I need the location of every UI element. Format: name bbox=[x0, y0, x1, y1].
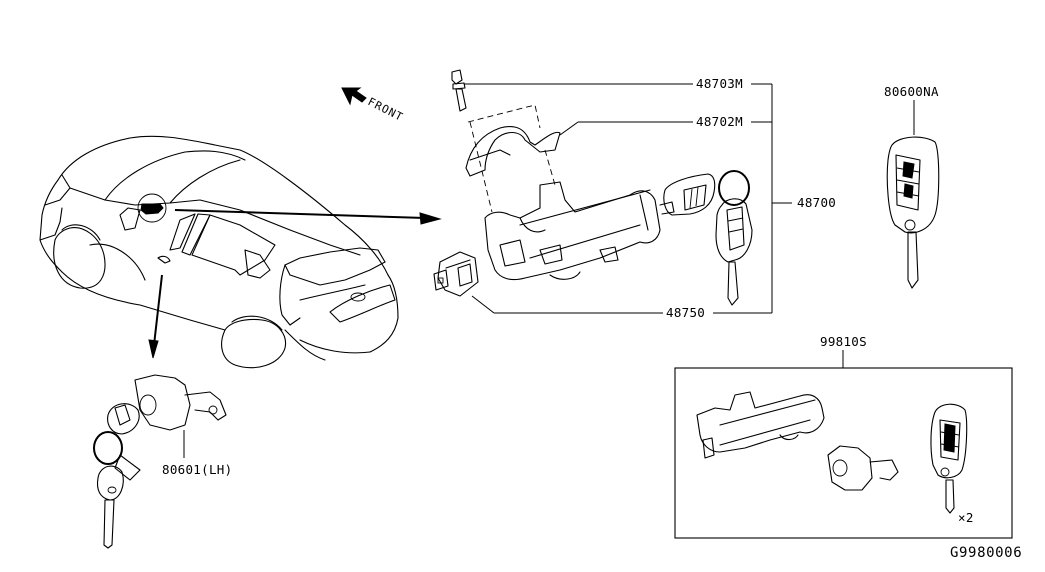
part-label-80601-lh: 80601(LH) bbox=[162, 462, 232, 477]
steering-lock-assembly-drawing bbox=[433, 69, 753, 306]
front-direction-marker: FRONT bbox=[341, 87, 406, 124]
part-label-48700: 48700 bbox=[797, 195, 836, 210]
front-label: FRONT bbox=[366, 95, 406, 124]
part-label-48750: 48750 bbox=[666, 305, 705, 320]
part-label-48703m: 48703M bbox=[696, 76, 743, 91]
arrow-head-icon bbox=[419, 212, 442, 225]
key-80600na-drawing bbox=[886, 100, 940, 289]
leader-lines-steering bbox=[464, 83, 792, 314]
door-lock-80601-drawing bbox=[93, 374, 227, 549]
callout-arrow-door-lock bbox=[153, 274, 163, 346]
kit-quantity-label: ×2 bbox=[958, 510, 974, 525]
arrow-head-icon bbox=[148, 339, 159, 359]
part-label-80600na: 80600NA bbox=[884, 84, 939, 99]
front-arrow-icon bbox=[341, 87, 367, 106]
callout-arrow-steering-lock bbox=[174, 209, 426, 219]
diagram-code: G9980006 bbox=[950, 545, 1022, 561]
kit-99810s-box bbox=[674, 350, 1013, 539]
vehicle-illustration bbox=[39, 135, 399, 369]
part-label-48702m: 48702M bbox=[696, 114, 743, 129]
part-label-99810s: 99810S bbox=[820, 334, 867, 349]
